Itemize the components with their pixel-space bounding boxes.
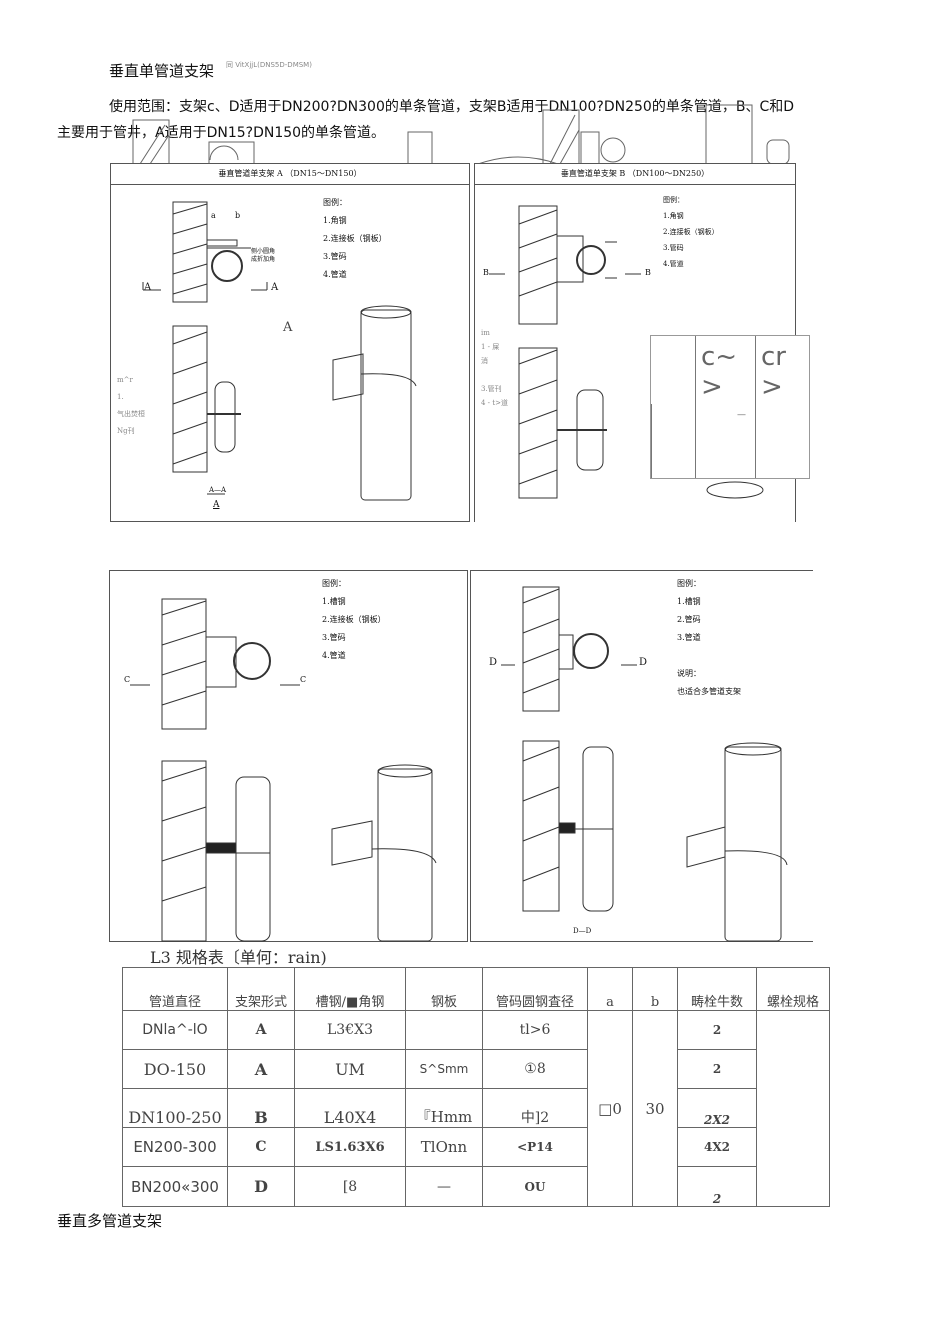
cell-type: C: [227, 1127, 295, 1167]
footer-heading: 垂直多管道支架: [57, 1212, 163, 1230]
cell-bolt-count: 2: [677, 1049, 757, 1089]
th-bolt-count: 畴栓牛数: [677, 967, 757, 1011]
cell-clamp: <P14: [482, 1127, 588, 1167]
cell-plate: TlOnn: [405, 1127, 483, 1167]
table-row: DNla^-lO A L3€X3 tl>6 □0 30 2: [122, 1010, 830, 1207]
section-mark-c-left: C: [124, 675, 131, 684]
th-pipe-diameter: 管道直径: [122, 967, 228, 1011]
support-b-drawing: [489, 205, 764, 499]
table-row: DO-150 A UM S^Smm ①8 2: [122, 1049, 830, 1089]
cell-plate: 『Hmm: [405, 1088, 483, 1128]
th-channel-angle-steel: 槽钢/■角钢: [294, 967, 406, 1011]
th-pipe-clamp-dia: 管码圆钢査径: [482, 967, 588, 1011]
support-b-legend: 图例：1.角钢 2.连接板（钢板）3.管码 4.管道: [663, 196, 719, 268]
heading-note: 同 VitXjjL(DNS5D-DMSM): [226, 61, 312, 69]
section-a-a-label: A—A: [209, 486, 227, 494]
cell-bolt-count: 2: [677, 1010, 757, 1050]
table-row: DN100-250 B L40X4 『Hmm 中]2 2X2: [122, 1088, 830, 1128]
cell-type: A: [227, 1049, 295, 1089]
dim-b-label: b: [235, 211, 241, 220]
cell-bolt-count: 2: [677, 1166, 757, 1207]
center-label: A: [283, 320, 293, 335]
th-steel-plate: 钢板: [405, 967, 483, 1011]
support-c-legend: 图例：1.槽钢 2.连接板（钢板）3.管码 4.管道: [322, 579, 386, 660]
support-b-title: 垂直管道单支架 B （DN100～DN250）: [475, 164, 795, 185]
overlay-text-left: c~ >: [701, 342, 738, 402]
th-b: b: [632, 967, 678, 1011]
support-c-panel: C C 图例：1.槽钢 2.连接板（钢板）3.管码 4.管道: [109, 570, 468, 942]
note-corner-2: 成折加角: [251, 256, 276, 263]
cell-steel: LS1.63X6: [294, 1127, 406, 1167]
cell-diameter: DNla^-lO: [122, 1010, 228, 1050]
dim-a-label: a: [211, 211, 216, 220]
table-header-row: 管道直径 支架形式 槽钢/■角钢 钢板 管码圆钢査径 a b 畴栓牛数 螺栓规格: [122, 967, 830, 1011]
table-row: BN200«300 D [8 — OU 2: [122, 1166, 830, 1207]
cell-diameter: EN200-300: [122, 1127, 228, 1167]
cell-type: D: [227, 1166, 295, 1207]
cell-steel: UM: [294, 1049, 406, 1089]
cell-diameter: BN200«300: [122, 1166, 228, 1207]
cell-clamp: ①8: [482, 1049, 588, 1089]
cell-clamp: tl>6: [482, 1010, 588, 1050]
cell-bolt-spec: [756, 1010, 830, 1207]
cell-bolt-count: 4X2: [677, 1127, 757, 1167]
th-a: a: [587, 967, 633, 1011]
cell-steel: L40X4: [294, 1088, 406, 1128]
scope-line-2: 主要用于管井，A适用于DN15?DN150的单条管道。: [57, 125, 386, 141]
support-d-drawing: [501, 586, 788, 942]
th-bolt-spec: 螺栓规格: [756, 967, 830, 1011]
cell-a-value: □0: [587, 1010, 633, 1207]
cell-steel: L3€X3: [294, 1010, 406, 1050]
support-a-panel: 垂直管道单支架 A （DN15～DN150） a b 侧小圆角 成折加角: [110, 163, 470, 522]
section-mark-d-right: D: [639, 657, 648, 668]
section-a-bottom-label: A: [213, 500, 220, 510]
cell-plate: S^Smm: [405, 1049, 483, 1089]
table-caption: L3 规格表〔单何：rain): [150, 948, 327, 967]
table-row: EN200-300 C LS1.63X6 TlOnn <P14 4X2: [122, 1127, 830, 1167]
cell-type: B: [227, 1088, 295, 1128]
th-support-type: 支架形式: [227, 967, 295, 1011]
section-mark-left: A: [144, 282, 152, 293]
cell-bolt-count: 2X2: [677, 1088, 757, 1128]
support-a-title: 垂直管道单支架 A （DN15～DN150）: [111, 164, 469, 185]
scope-line-1: 使用范围：支架c、D适用于DN200?DN300的单条管道，支架B适用于DN10…: [109, 99, 795, 115]
support-c-drawing: [130, 598, 437, 942]
section-mark-b-right: B: [645, 268, 651, 277]
overlay-box: c~ > cr > —: [650, 335, 810, 479]
cell-plate: [405, 1010, 483, 1050]
section-mark-d-left: D: [489, 657, 498, 668]
overlay-dash: —: [737, 410, 746, 420]
support-a-drawing: [142, 201, 417, 501]
cell-diameter: DN100-250: [122, 1088, 228, 1128]
cell-plate: —: [405, 1166, 483, 1207]
note-corner-1: 侧小圆角: [251, 248, 276, 255]
spec-table: 管道直径 支架形式 槽钢/■角钢 钢板 管码圆钢査径 a b 畴栓牛数 螺栓规格…: [122, 967, 830, 1207]
cell-steel: [8: [294, 1166, 406, 1207]
section-d-d-label: D—D: [573, 927, 592, 935]
cell-diameter: DO-150: [122, 1049, 228, 1089]
background-wall-sketch: [132, 104, 790, 165]
cell-b-value: 30: [632, 1010, 678, 1207]
section-mark-b-left: B: [483, 268, 489, 277]
cell-clamp: 中]2: [482, 1088, 588, 1128]
support-a-legend: 图例：1.角钢 2.连接板（钢板）3.管码 4.管道: [323, 198, 387, 279]
section-mark-c-right: C: [300, 675, 307, 684]
overlay-text-right: cr >: [761, 342, 786, 402]
cell-type: A: [227, 1010, 295, 1050]
page-heading: 垂直单管道支架: [109, 62, 215, 80]
cell-clamp: OU: [482, 1166, 588, 1207]
section-mark-right: A: [271, 282, 279, 293]
